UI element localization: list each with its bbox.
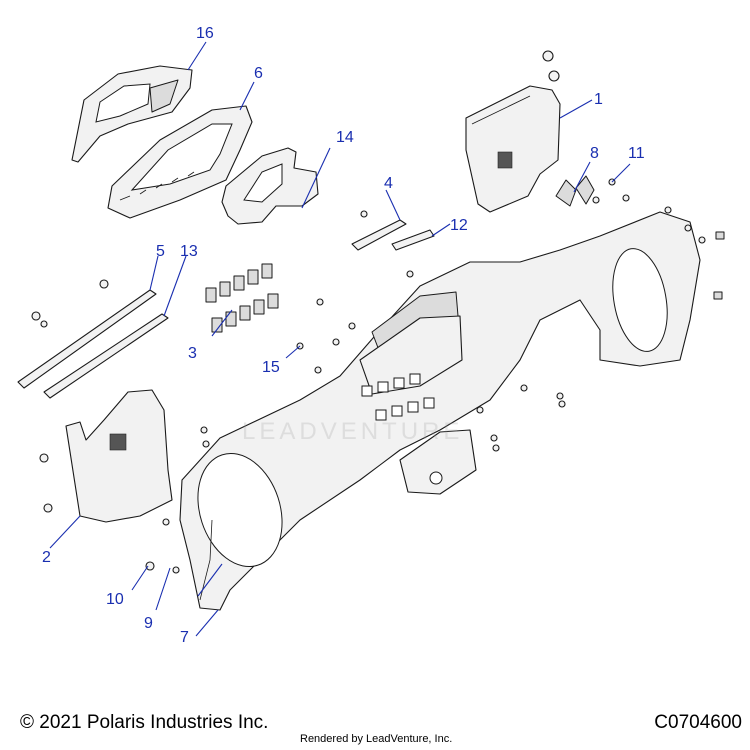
part-6-gauge-frame[interactable] bbox=[107, 105, 253, 219]
callout-4: 4 bbox=[384, 175, 393, 192]
callout-8: 8 bbox=[590, 145, 599, 162]
fasteners bbox=[31, 50, 725, 574]
callout-10: 10 bbox=[106, 591, 124, 608]
copyright-text: © 2021 Polaris Industries Inc. bbox=[20, 712, 269, 733]
callout-numbers: 1 2 3 4 5 6 7 8 9 10 11 12 13 14 15 16 bbox=[42, 25, 645, 646]
render-credit: Rendered by LeadVenture, Inc. bbox=[300, 733, 453, 745]
part-4-clip[interactable] bbox=[351, 219, 407, 251]
callout-7: 7 bbox=[180, 629, 189, 646]
part-3-switch-blanks[interactable] bbox=[205, 263, 279, 333]
callout-12: 12 bbox=[450, 217, 468, 234]
part-16-bezel-cover[interactable] bbox=[71, 65, 193, 163]
part-13-trim-strip[interactable] bbox=[43, 313, 169, 399]
speaker-grille-icon bbox=[497, 151, 513, 169]
part-2-left-side-panel[interactable] bbox=[65, 389, 173, 523]
leader-lines bbox=[49, 41, 631, 637]
callout-1: 1 bbox=[594, 91, 603, 108]
callout-15: 15 bbox=[262, 359, 280, 376]
part-1-right-side-panel[interactable] bbox=[465, 85, 561, 213]
callout-3: 3 bbox=[188, 345, 197, 362]
part-14-bracket[interactable] bbox=[221, 147, 319, 225]
part-12-clip[interactable] bbox=[391, 229, 435, 251]
diagram-code: C0704600 bbox=[654, 712, 742, 733]
callout-11: 11 bbox=[628, 145, 645, 162]
callout-5: 5 bbox=[156, 243, 165, 260]
callout-2: 2 bbox=[42, 549, 51, 566]
callout-13: 13 bbox=[180, 243, 198, 260]
callout-9: 9 bbox=[144, 615, 153, 632]
callout-6: 6 bbox=[254, 65, 263, 82]
part-5-trim-strip[interactable] bbox=[17, 289, 157, 389]
part-7-dash-assembly[interactable] bbox=[179, 211, 701, 611]
part-8-bracket[interactable] bbox=[555, 175, 595, 207]
callout-16: 16 bbox=[196, 25, 214, 42]
watermark: LEADVENTURE bbox=[242, 418, 464, 445]
callout-14: 14 bbox=[336, 129, 354, 146]
speaker-grille-icon bbox=[109, 433, 127, 451]
air-vents bbox=[361, 373, 435, 421]
